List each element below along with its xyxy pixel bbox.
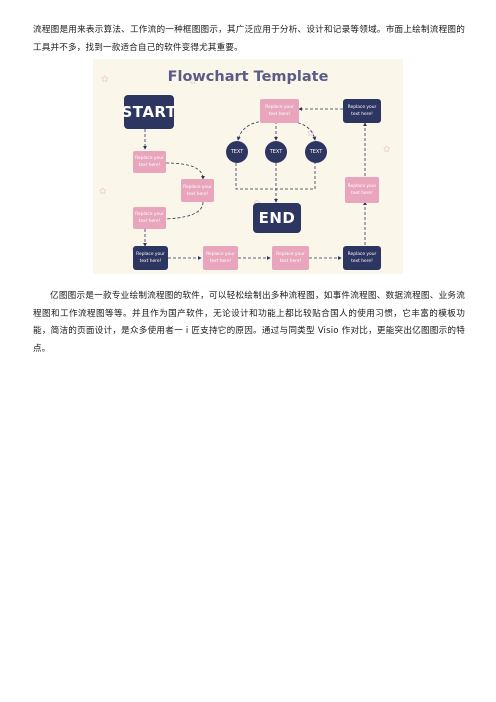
process-node: Replace your text here! (343, 246, 381, 270)
text-node: TEXT (265, 141, 287, 163)
leaf-decoration-icon: ✿ (101, 75, 109, 85)
end-node: END (253, 203, 301, 233)
process-node: Replace your text here! (133, 151, 166, 173)
process-node: Replace your text here! (203, 246, 238, 270)
process-node: Replace your text here! (181, 179, 214, 202)
flowchart-title: Flowchart Template (167, 69, 329, 85)
process-node: Replace your text here! (133, 246, 168, 270)
leaf-decoration-icon: ✿ (189, 77, 197, 87)
process-node: Replace your text here! (343, 99, 381, 123)
leaf-decoration-icon: ✿ (307, 129, 315, 139)
start-node: START (121, 95, 176, 129)
flowchart-connectors (143, 107, 367, 260)
flowchart-image: ✿ ✿ ✿ ✿ ✿ ✿ ✿ (93, 59, 403, 274)
process-node: Replace your text here! (345, 177, 379, 203)
text-node: TEXT (305, 141, 327, 163)
text-node: TEXT (226, 141, 248, 163)
body-paragraph: 亿图图示是一款专业绘制流程图的软件，可以轻松绘制出多种流程图，如事件流程图、数据… (33, 291, 465, 354)
leaf-decoration-icon: ✿ (99, 187, 107, 197)
intro-paragraph: 流程图是用来表示算法、工作流的一种框图图示，其广泛应用于分析、设计和记录等领域。… (33, 25, 465, 53)
process-node: Replace your text here! (272, 246, 309, 270)
leaf-decoration-icon: ✿ (383, 145, 391, 155)
process-node: Replace your text here! (133, 207, 166, 229)
process-node: Replace your text here! (260, 99, 299, 123)
